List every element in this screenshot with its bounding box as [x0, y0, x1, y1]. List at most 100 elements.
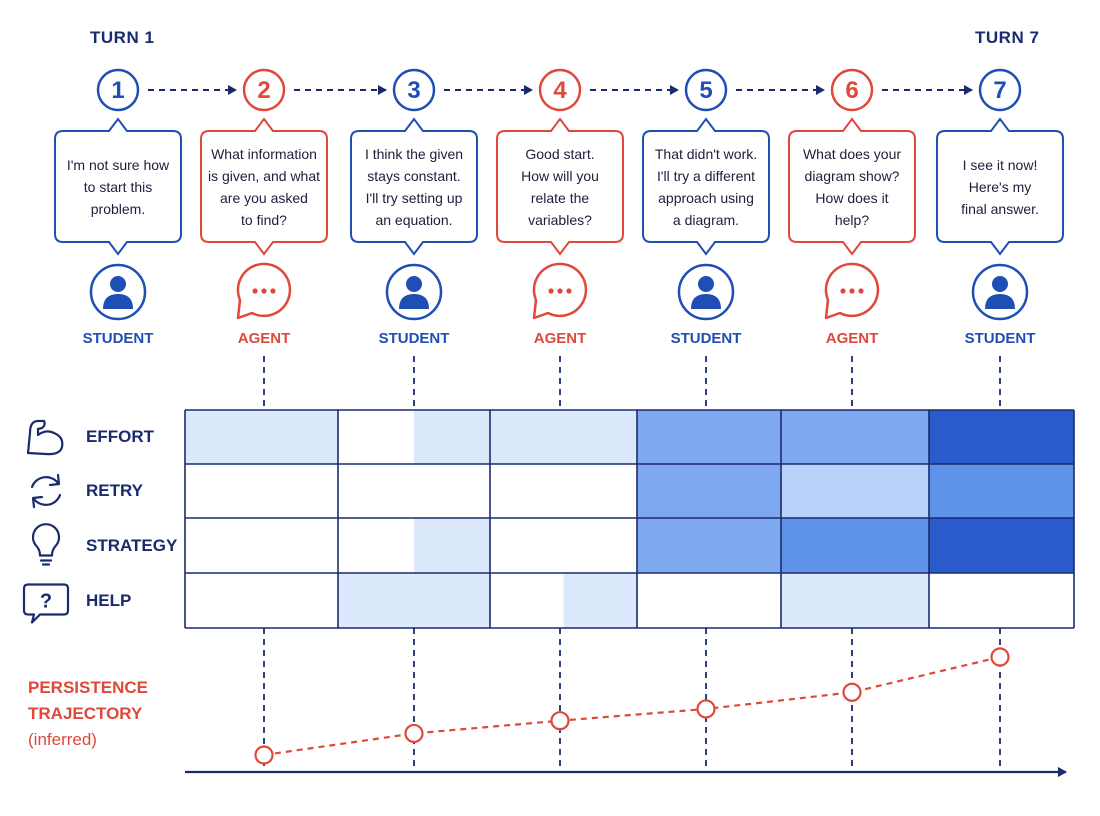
turn-number-circle: [538, 68, 582, 112]
turn-number: 5: [699, 77, 712, 104]
chat-dot-icon: [261, 288, 267, 294]
heatmap-cell: [637, 518, 709, 573]
heatmap-cell: [490, 573, 564, 628]
heatmap-cell: [709, 410, 781, 464]
heatmap-cell: [261, 518, 338, 573]
heatmap-cell: [338, 410, 414, 464]
heatmap-cell: [637, 464, 709, 518]
speech-line: is given, and what: [207, 167, 321, 184]
student-role-label: STUDENT: [964, 330, 1036, 347]
turn-number-circle: [830, 68, 874, 112]
speech-line: approach using: [658, 189, 754, 206]
speech-bubble: [496, 117, 624, 256]
heatmap-cell: [1001, 573, 1074, 628]
persistence-label-line-1: PERSISTENCE: [28, 678, 148, 697]
heatmap-cell: [855, 573, 929, 628]
persistence-label-sub: (inferred): [28, 730, 97, 749]
speech-line: What information: [211, 145, 317, 162]
agent-role-label: AGENT: [825, 330, 879, 347]
persistence-point: [696, 699, 716, 719]
retry-arrows-icon: [30, 473, 62, 509]
heatmap-cell: [637, 410, 709, 464]
speech-line: I see it now!: [962, 156, 1038, 173]
heatmap-cell: [1001, 464, 1074, 518]
student-avatar-head: [110, 276, 126, 292]
speech-line: I think the given: [364, 145, 464, 162]
heatmap-cell: [490, 464, 564, 518]
speech-bubble-text: I think the given stays constant. I'll try…: [355, 143, 473, 231]
turn-number-circle: [96, 68, 140, 112]
speech-line: problem.: [90, 200, 146, 217]
heatmap-cell: [414, 410, 490, 464]
student-avatar-head: [698, 276, 714, 292]
speech-line: I'm not sure how: [66, 156, 170, 173]
heatmap-cell: [855, 464, 929, 518]
speech-line: stays constant.: [367, 167, 461, 184]
persistence-point: [990, 647, 1010, 667]
turn-1-label: TURN 1: [90, 28, 155, 47]
heatmap-cell: [781, 573, 855, 628]
chat-dot-icon: [557, 288, 563, 294]
speech-line: I'll try setting up: [365, 189, 463, 206]
agent-role-label: AGENT: [237, 330, 291, 347]
student-role-label: STUDENT: [82, 330, 154, 347]
persistence-point: [404, 723, 424, 744]
turn-number: 1: [111, 77, 124, 104]
flexed-arm-icon: [26, 419, 64, 456]
turn-number: 4: [553, 77, 567, 104]
chat-dot-icon: [566, 288, 572, 294]
row-label-retry: RETRY: [86, 481, 143, 500]
turn-number-circle: [392, 68, 436, 112]
speech-line: How will you: [521, 167, 599, 184]
speech-line: What does your: [802, 145, 902, 162]
heatmap-cell: [185, 518, 262, 573]
speech-line: a diagram.: [672, 211, 740, 228]
turn-number: 2: [257, 77, 270, 104]
student-avatar-body: [399, 294, 429, 309]
heatmap-cell: [261, 573, 338, 628]
heatmap-cell: [929, 410, 1002, 464]
turn-number: 6: [845, 77, 858, 104]
speech-bubble: [936, 117, 1064, 256]
speech-line: an equation.: [375, 211, 453, 228]
student-avatar-body: [691, 294, 721, 309]
heatmap-cell: [414, 573, 490, 628]
speech-bubble: [54, 117, 182, 256]
student-avatar-body: [985, 294, 1015, 309]
persistence-point: [254, 745, 274, 765]
turn-number-circle: [978, 68, 1022, 112]
heatmap-cell: [338, 518, 414, 573]
speech-line: relate the: [530, 189, 590, 206]
persistence-trajectory-label: PERSISTENCE TRAJECTORY (inferred): [28, 675, 148, 753]
heatmap-cell: [855, 410, 929, 464]
row-label-strategy: STRATEGY: [86, 535, 178, 555]
heatmap-cell: [563, 573, 637, 628]
speech-line: to find?: [241, 211, 287, 228]
persistence-line: [263, 655, 1001, 757]
row-label-effort: EFFORT: [86, 427, 154, 446]
speech-line: That didn't work.: [654, 145, 758, 162]
heatmap-cell: [1001, 518, 1074, 573]
heatmap-cell: [490, 410, 564, 464]
heatmap-cell: [781, 518, 855, 573]
speech-line: Good start.: [525, 145, 595, 162]
heatmap-cell: [414, 518, 490, 573]
speech-bubble: [350, 117, 478, 256]
chat-dot-icon: [840, 288, 846, 294]
chat-dot-icon: [252, 288, 258, 294]
persistence-point: [550, 711, 570, 731]
agent-role-label: AGENT: [533, 330, 587, 347]
question-bubble-icon: ?: [22, 583, 70, 624]
heatmap-cell: [709, 518, 781, 573]
speech-line: How does it: [815, 189, 889, 206]
heatmap-cell: [563, 410, 637, 464]
speech-line: help?: [834, 211, 870, 228]
lightbulb-icon: [31, 523, 61, 566]
row-label-help: HELP: [86, 590, 132, 610]
heatmap-cell: [261, 464, 338, 518]
